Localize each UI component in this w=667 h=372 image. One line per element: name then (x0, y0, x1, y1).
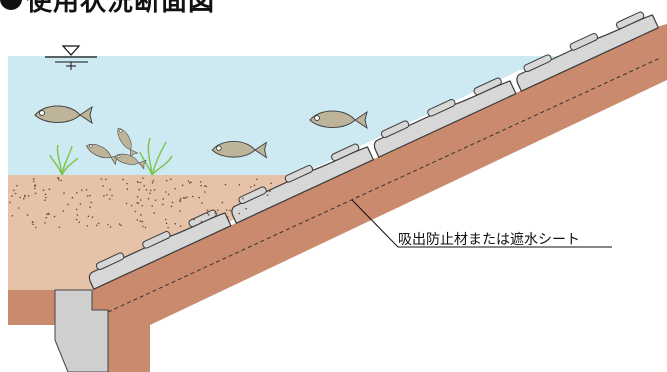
water-level-triangle-icon (45, 45, 97, 70)
sediment-texture (9, 177, 272, 229)
revetment-block (373, 77, 517, 158)
water-plant-icon (139, 137, 173, 176)
diagram-heading: 使用状況断面図 (0, 0, 215, 17)
fish-icon (34, 105, 93, 125)
revetment-blocks (88, 11, 660, 290)
revetment-block (516, 11, 660, 92)
fish-icon (117, 127, 139, 159)
sheet-callout-label: 吸出防止材または遮水シート (398, 232, 580, 248)
fish-icon (211, 140, 268, 159)
revetment-block (88, 209, 232, 290)
fish-icon (114, 153, 147, 170)
fish-group (34, 105, 368, 170)
heading-text: 使用状況断面図 (26, 0, 216, 17)
embankment-soil (92, 24, 667, 372)
concrete-toe (54, 289, 109, 372)
fish-icon (309, 110, 368, 130)
protection-sheet-line (107, 57, 661, 313)
revetment-block (231, 143, 375, 224)
bullet-icon (0, 0, 22, 10)
water-plant-icon (49, 144, 79, 176)
callout-leader-line (351, 199, 612, 248)
